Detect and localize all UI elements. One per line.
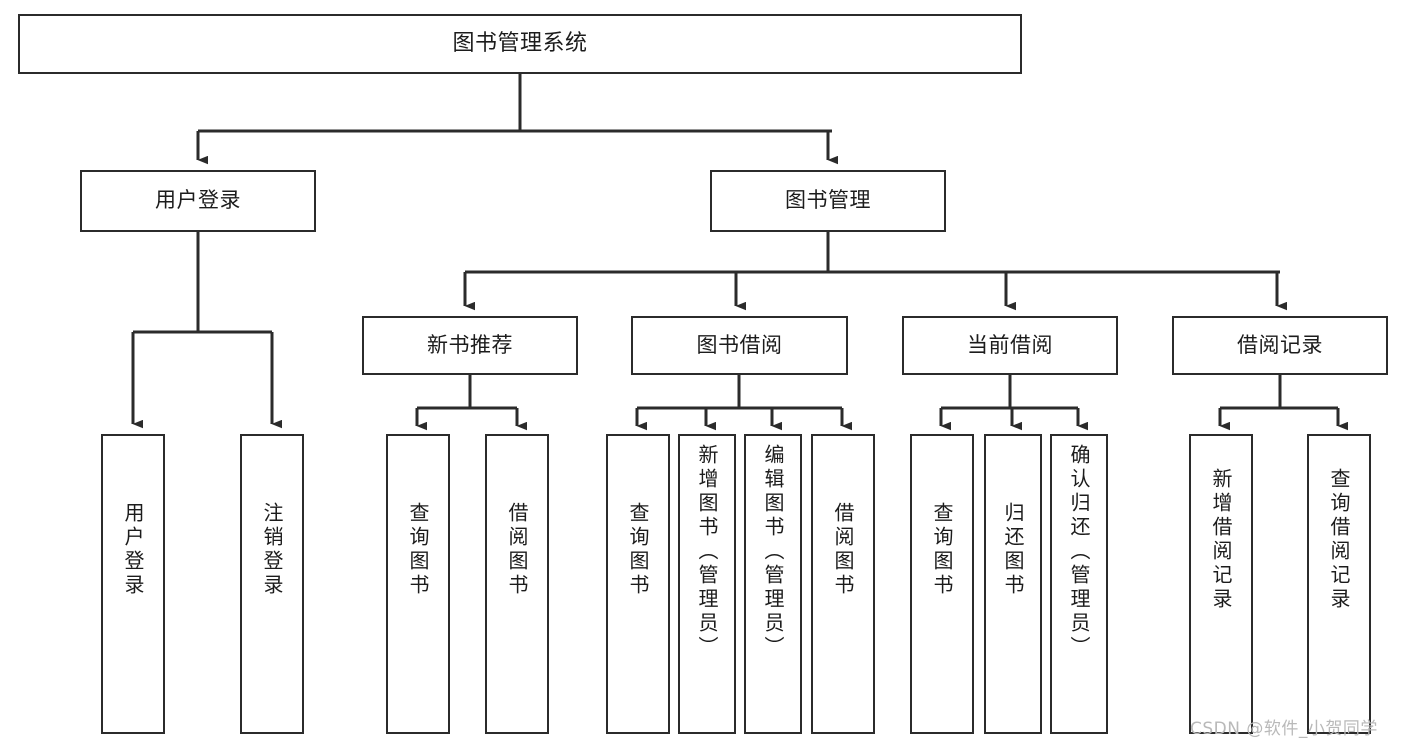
node-root-label: 图书管理系统: [452, 30, 588, 56]
node-leaf-confirm-return[interactable]: 确认归还（管理员）: [1050, 434, 1108, 734]
node-leaf-return-book[interactable]: 归还图书: [984, 434, 1042, 734]
node-borrow-record-label: 借阅记录: [1237, 332, 1323, 357]
node-leaf-borrow-book-rec-label: 借阅图书: [505, 502, 529, 598]
node-leaf-add-book[interactable]: 新增图书（管理员）: [678, 434, 736, 734]
node-leaf-edit-book-label: 编辑图书（管理员）: [761, 444, 785, 660]
node-borrow-record[interactable]: 借阅记录: [1172, 316, 1388, 375]
node-leaf-user-login-label: 用户登录: [121, 502, 145, 598]
node-leaf-query-book-bor[interactable]: 查询图书: [606, 434, 670, 734]
node-leaf-edit-book[interactable]: 编辑图书（管理员）: [744, 434, 802, 734]
node-book-manage-label: 图书管理: [785, 188, 871, 213]
node-current-borrow-label: 当前借阅: [967, 332, 1053, 357]
watermark-text: CSDN @软件_小贺同学: [1190, 719, 1378, 739]
node-leaf-user-login[interactable]: 用户登录: [101, 434, 165, 734]
node-leaf-query-book-bor-label: 查询图书: [626, 502, 650, 598]
node-leaf-add-record[interactable]: 新增借阅记录: [1189, 434, 1253, 734]
node-leaf-query-book-cur-label: 查询图书: [930, 502, 954, 598]
node-user-login[interactable]: 用户登录: [80, 170, 316, 232]
node-book-borrow-label: 图书借阅: [696, 332, 783, 357]
node-book-borrow[interactable]: 图书借阅: [631, 316, 848, 375]
node-book-manage[interactable]: 图书管理: [710, 170, 946, 232]
node-leaf-borrow-book-rec[interactable]: 借阅图书: [485, 434, 549, 734]
node-leaf-query-record[interactable]: 查询借阅记录: [1307, 434, 1371, 734]
node-leaf-query-book-rec[interactable]: 查询图书: [386, 434, 450, 734]
node-leaf-borrow-book-bor-label: 借阅图书: [831, 502, 855, 598]
node-user-login-label: 用户登录: [155, 188, 241, 213]
node-leaf-user-logout-label: 注销登录: [260, 502, 284, 598]
node-leaf-return-book-label: 归还图书: [1001, 502, 1025, 598]
node-leaf-add-record-label: 新增借阅记录: [1209, 468, 1233, 612]
node-leaf-user-logout[interactable]: 注销登录: [240, 434, 304, 734]
node-new-book-rec[interactable]: 新书推荐: [362, 316, 578, 375]
node-new-book-rec-label: 新书推荐: [427, 332, 513, 357]
node-leaf-add-book-label: 新增图书（管理员）: [695, 444, 719, 660]
node-leaf-query-record-label: 查询借阅记录: [1327, 468, 1351, 612]
node-leaf-borrow-book-bor[interactable]: 借阅图书: [811, 434, 875, 734]
node-leaf-query-book-rec-label: 查询图书: [406, 502, 430, 598]
node-leaf-query-book-cur[interactable]: 查询图书: [910, 434, 974, 734]
node-leaf-confirm-return-label: 确认归还（管理员）: [1067, 444, 1091, 660]
node-root[interactable]: 图书管理系统: [18, 14, 1022, 74]
node-current-borrow[interactable]: 当前借阅: [902, 316, 1118, 375]
